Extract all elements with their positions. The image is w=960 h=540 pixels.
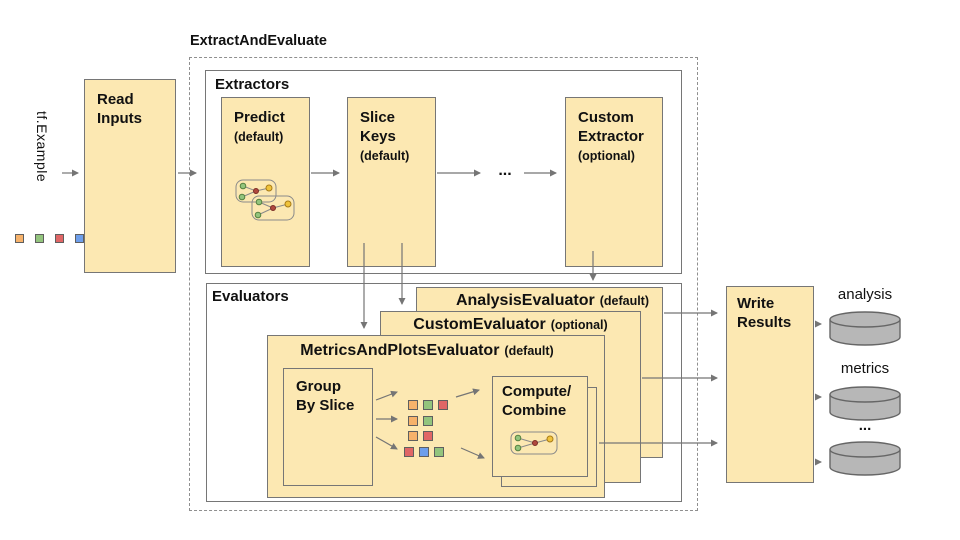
write-results-box: Write Results: [726, 286, 814, 483]
extractors-label: Extractors: [215, 76, 290, 93]
read-inputs-box: Read Inputs: [84, 79, 176, 273]
predict-extractor-box: Predict (default): [221, 97, 310, 267]
slice-group-row: [408, 431, 448, 441]
output-label-analysis: analysis: [837, 286, 893, 303]
blue-square: [419, 446, 429, 457]
green-square: [423, 400, 433, 410]
input-squares: [15, 234, 84, 243]
analysis-evaluator-qualifier: (default): [599, 294, 650, 308]
compute-combine-title: Compute/ Combine: [502, 383, 572, 419]
slice-keys-qualifier: (default): [360, 148, 410, 163]
group-by-slice-box: Group By Slice: [283, 368, 373, 486]
custom-extractor-title: Custom Extractor: [578, 109, 644, 145]
orange-square: [408, 431, 418, 441]
red-square: [423, 431, 433, 441]
slice-keys-title: Slice Keys: [360, 109, 396, 145]
green-square: [434, 446, 444, 457]
group-by-slice-title: Group By Slice: [296, 378, 355, 414]
extractors-ellipsis: ...: [498, 162, 512, 179]
red-square: [404, 446, 414, 457]
metrics-and-plots-evaluator-title: MetricsAndPlotsEvaluator: [300, 342, 500, 359]
predict-qualifier: (default): [234, 129, 284, 144]
slice-keys-extractor-box: Slice Keys (default): [347, 97, 436, 267]
analysis-evaluator-title: AnalysisEvaluator: [455, 292, 595, 309]
orange-square: [408, 400, 418, 410]
slice-group-row: [408, 400, 448, 410]
orange-square: [15, 234, 24, 243]
input-example-label: tf.Example: [34, 111, 50, 183]
custom-evaluator-title: CustomEvaluator: [413, 316, 546, 333]
custom-evaluator-qualifier: (optional): [550, 318, 608, 332]
analysis-cylinder-icon: [827, 310, 903, 352]
slice-groups-grid: [404, 400, 448, 462]
evaluators-label: Evaluators: [212, 288, 289, 305]
metrics-cylinder-icon: [827, 385, 903, 427]
green-square: [35, 234, 44, 243]
read-inputs-title: Read Inputs: [97, 91, 142, 127]
compute-combine-box: Compute/ Combine: [492, 376, 588, 477]
orange-square: [408, 415, 418, 426]
red-square: [55, 234, 64, 243]
more-outputs-cylinder-icon: [827, 440, 903, 482]
custom-extractor-qualifier: (optional): [578, 148, 635, 163]
predict-title: Predict: [234, 109, 285, 126]
red-square: [438, 400, 448, 410]
custom-extractor-box: Custom Extractor (optional): [565, 97, 663, 267]
write-results-title: Write Results: [737, 295, 792, 331]
metrics-and-plots-evaluator-qualifier: (default): [504, 344, 554, 358]
slice-group-row: [408, 415, 448, 426]
pipeline-dashed-container: [189, 57, 698, 511]
slice-group-row: [404, 446, 448, 457]
pipeline-title: ExtractAndEvaluate: [190, 33, 327, 49]
green-square: [423, 415, 433, 426]
output-label-metrics: metrics: [840, 360, 890, 377]
blue-square: [75, 234, 84, 243]
output-label-more: ...: [858, 417, 872, 434]
